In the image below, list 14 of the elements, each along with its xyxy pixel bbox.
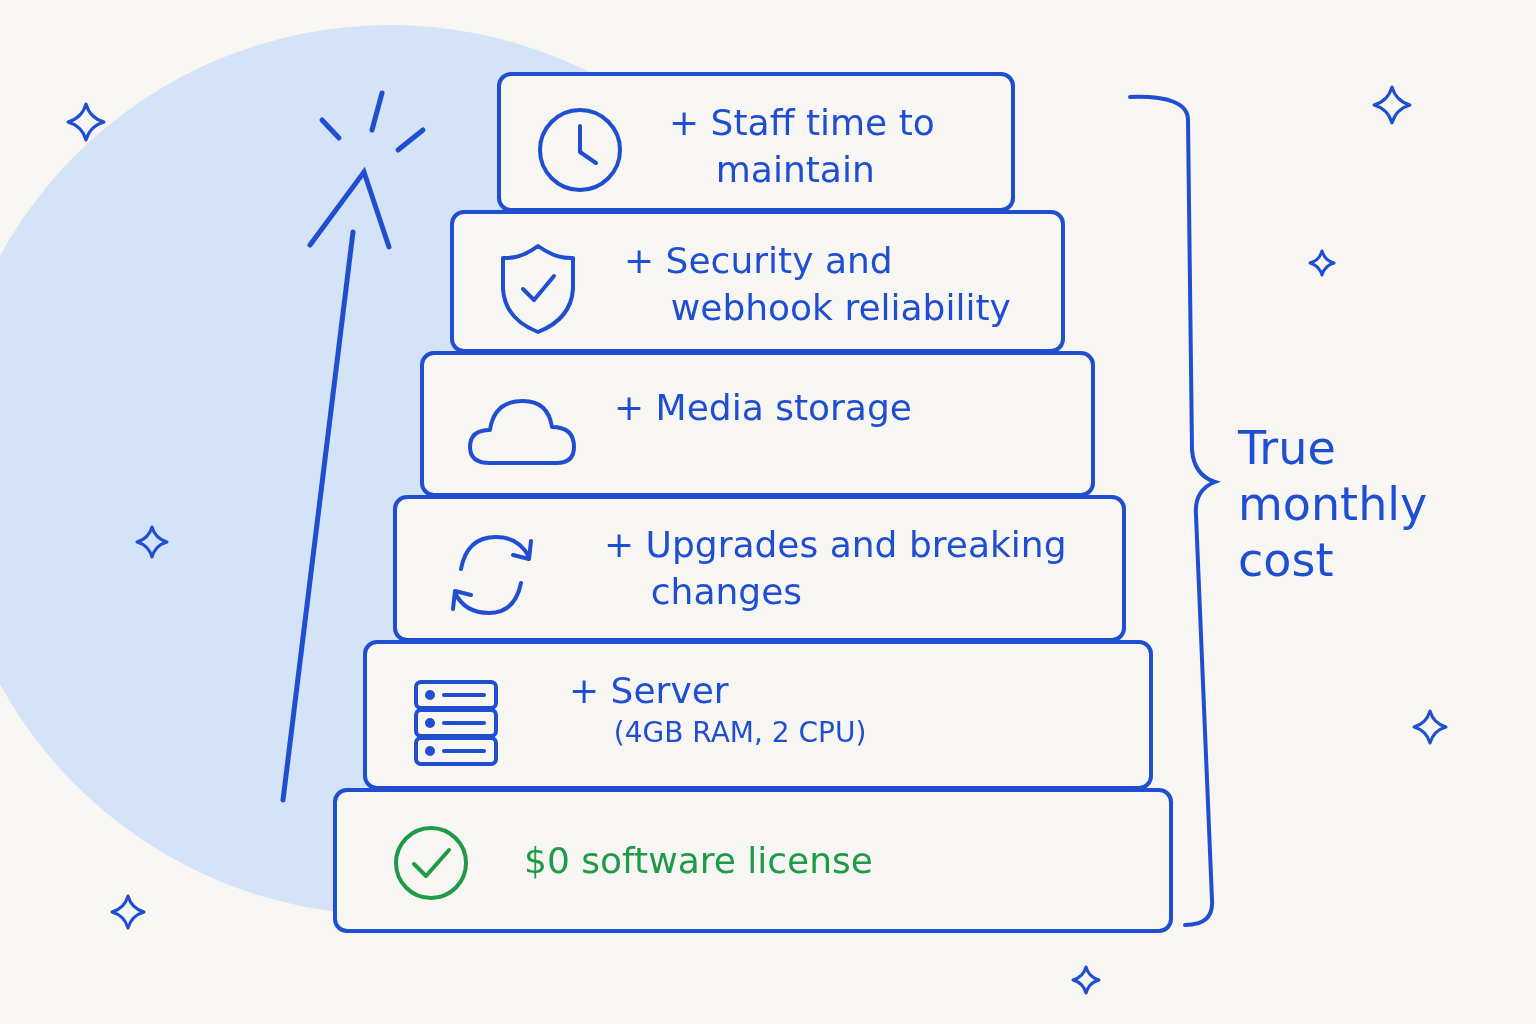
cost-layer-box — [497, 72, 1015, 212]
cost-layer-box — [333, 788, 1173, 933]
layer-label: + Server — [569, 669, 730, 713]
layer-label: + Media storage — [614, 386, 913, 430]
layer-detail: (4GB RAM, 2 CPU) — [613, 714, 868, 751]
cost-layer-box — [450, 210, 1065, 353]
layer-label: + Security and webhook reliability — [624, 239, 1012, 330]
cost-layer-box — [393, 495, 1126, 642]
cost-layer-box — [420, 351, 1095, 497]
layer-label: + Upgrades and breaking changes — [604, 523, 1068, 614]
cost-layer-box — [363, 640, 1153, 790]
layer-label: $0 software license — [524, 839, 874, 883]
layer-label: + Staff time to maintain — [669, 101, 936, 192]
bracket-label: True monthly cost — [1238, 420, 1429, 589]
